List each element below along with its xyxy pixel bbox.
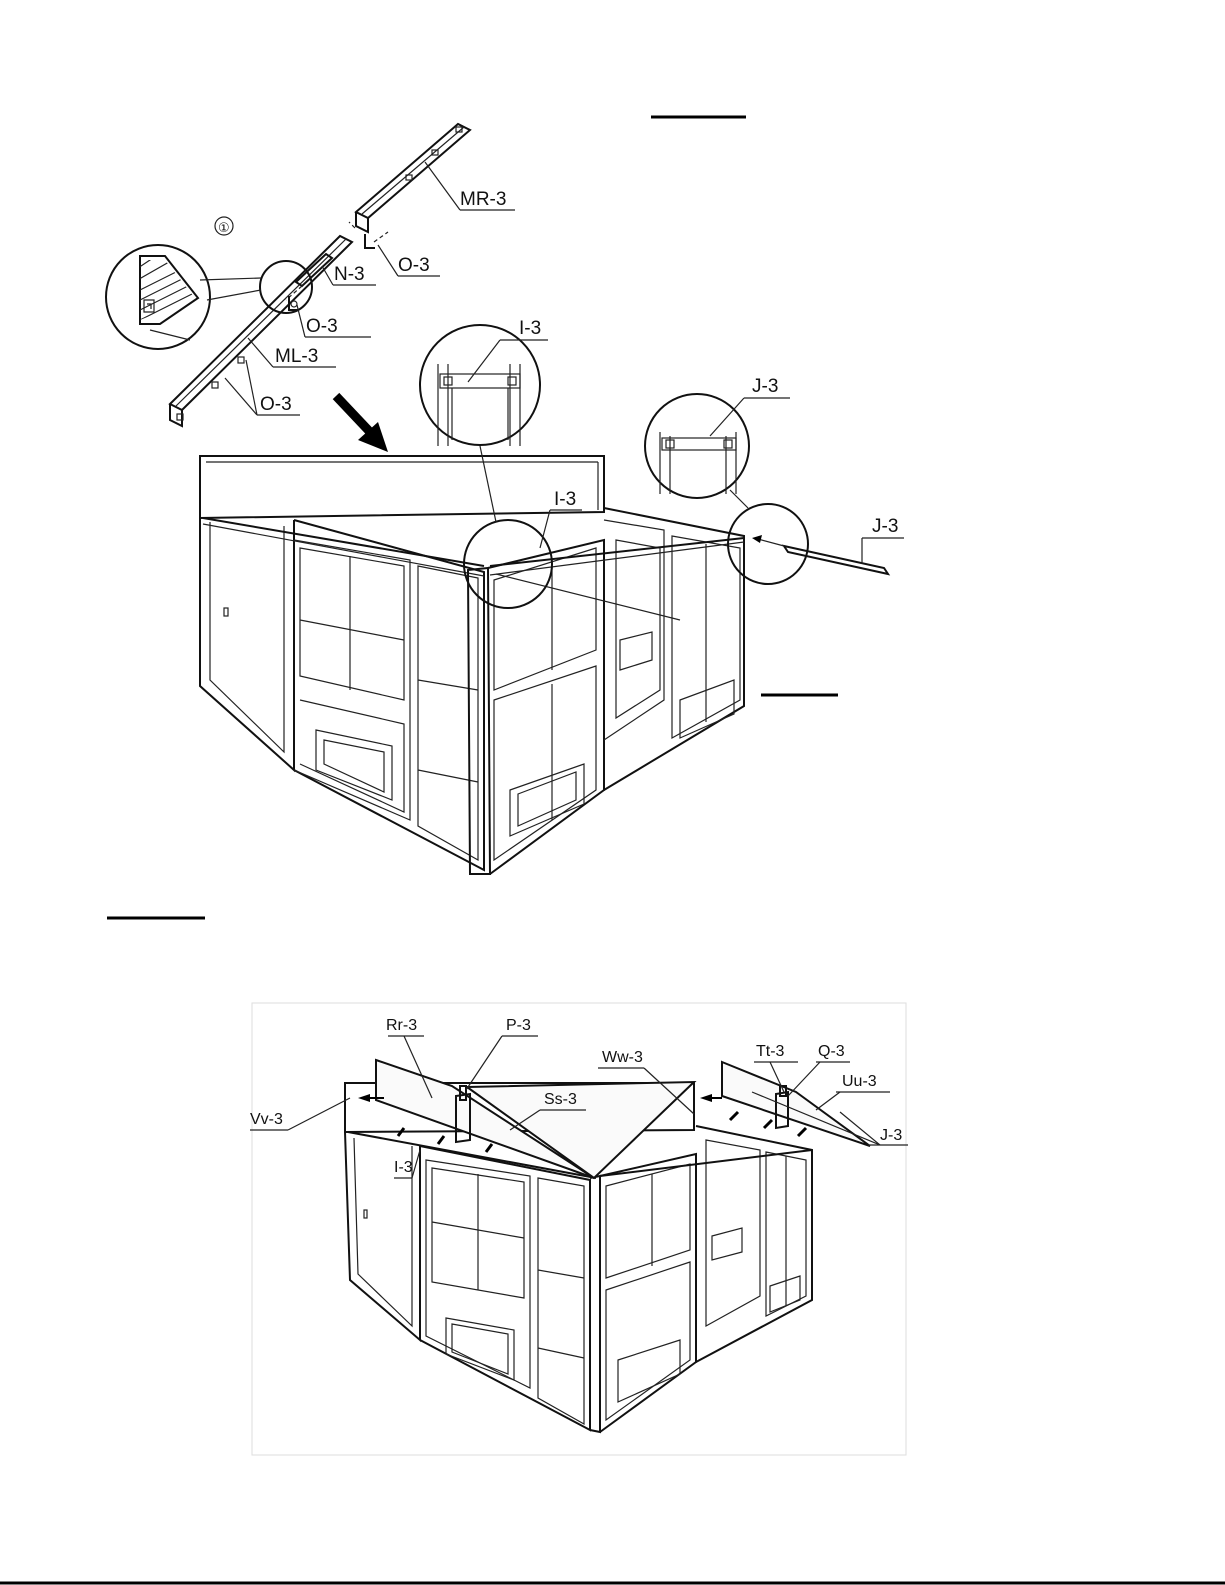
label-tt: Tt-3 — [756, 1043, 785, 1060]
label-o-mid: O-3 — [306, 316, 338, 337]
leader-i — [480, 446, 496, 522]
label-o-low: O-3 — [260, 394, 292, 415]
label-j-lower: J-3 — [880, 1127, 902, 1144]
label-uu: Uu-3 — [842, 1073, 877, 1090]
label-j-detail: J-3 — [752, 376, 778, 397]
label-ww: Ww-3 — [602, 1049, 643, 1066]
detail-circle-i — [420, 325, 540, 446]
callout-circle-join — [260, 261, 312, 313]
rail-mr — [356, 124, 470, 232]
step-mark: ① — [218, 220, 230, 235]
label-p: P-3 — [506, 1017, 531, 1034]
label-j-main: J-3 — [872, 516, 898, 537]
label-ml: ML-3 — [275, 346, 318, 367]
sunroom-upper — [200, 456, 744, 874]
label-mr: MR-3 — [460, 189, 506, 210]
label-rr: Rr-3 — [386, 1017, 417, 1034]
label-q: Q-3 — [818, 1043, 845, 1060]
label-i-detail: I-3 — [519, 318, 541, 339]
leader-j — [730, 490, 748, 508]
callout-circle-j — [728, 504, 808, 584]
leader-detail — [207, 290, 261, 300]
label-i-lower: I-3 — [394, 1159, 413, 1176]
label-vv: Vv-3 — [250, 1111, 283, 1128]
labels-upper-right — [468, 340, 904, 564]
label-ss: Ss-3 — [544, 1091, 577, 1108]
detail-circle-profile — [106, 240, 210, 349]
label-i-main: I-3 — [554, 489, 576, 510]
label-n: N-3 — [334, 264, 365, 285]
arrow-down-right-icon — [336, 396, 388, 452]
label-o-top: O-3 — [398, 255, 430, 276]
figure-lower — [252, 1003, 906, 1455]
part-j — [752, 535, 888, 574]
leader-detail-b — [200, 278, 261, 280]
